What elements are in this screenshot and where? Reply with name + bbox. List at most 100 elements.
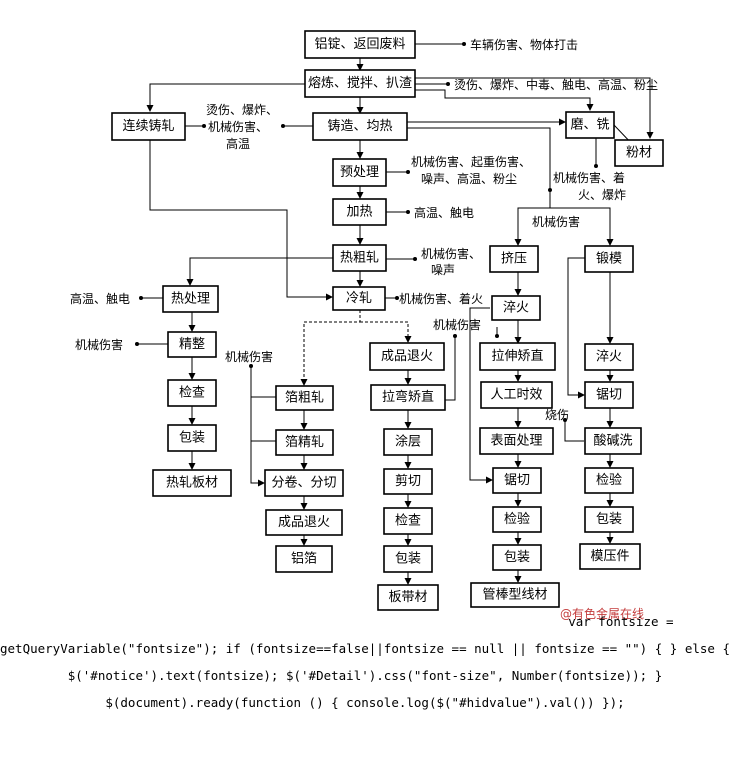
node-product-annealing-strip: 成品退火 bbox=[369, 342, 445, 371]
svg-text:加热: 加热 bbox=[346, 205, 372, 220]
hazard-raw: 车辆伤害、物体打击 bbox=[470, 37, 578, 52]
node-finishing: 精整 bbox=[167, 331, 217, 358]
hazard-pre-line2: 噪声、高温、粉尘 bbox=[421, 171, 517, 186]
svg-text:淬火: 淬火 bbox=[596, 350, 622, 365]
svg-text:冷轧: 冷轧 bbox=[346, 291, 372, 306]
svg-text:包装: 包装 bbox=[395, 552, 421, 567]
node-quench-extrusion: 淬火 bbox=[491, 295, 541, 321]
node-foil-finish-rolling: 箔精轧 bbox=[275, 429, 334, 456]
node-inspect-strip: 检查 bbox=[383, 507, 433, 535]
node-hot-rough-rolling: 热粗轧 bbox=[332, 244, 387, 272]
node-saw-forging: 锯切 bbox=[584, 381, 634, 409]
node-pack-forging: 包装 bbox=[584, 506, 634, 533]
hazard-melt: 烫伤、爆炸、中毒、触电、高温、粉尘 bbox=[454, 77, 658, 92]
svg-text:模压件: 模压件 bbox=[590, 549, 629, 564]
svg-text:拉伸矫直: 拉伸矫直 bbox=[491, 349, 543, 364]
node-verify-forging: 检验 bbox=[584, 467, 634, 494]
svg-text:淬火: 淬火 bbox=[503, 301, 529, 316]
svg-text:铸造、均热: 铸造、均热 bbox=[327, 118, 392, 134]
svg-text:热粗轧: 热粗轧 bbox=[340, 251, 379, 266]
node-quench-forging: 淬火 bbox=[584, 343, 634, 371]
node-plate-strip: 板带材 bbox=[377, 584, 439, 611]
svg-text:板带材: 板带材 bbox=[388, 590, 427, 605]
hazard-heat: 高温、触电 bbox=[414, 205, 474, 220]
svg-text:热轧板材: 热轧板材 bbox=[166, 476, 218, 491]
node-pickling: 酸碱洗 bbox=[584, 427, 642, 455]
process-boxes: 铝锭、返回废料 熔炼、搅拌、扒渣 连续铸轧 铸造、均热 磨、铣 粉材 预处理 加… bbox=[111, 30, 664, 611]
node-bend-straighten: 拉弯矫直 bbox=[370, 384, 446, 411]
node-raw-material: 铝锭、返回废料 bbox=[304, 30, 416, 59]
svg-text:锯切: 锯切 bbox=[596, 388, 622, 403]
hazard-pre-line1: 机械伤害、起重伤害、 bbox=[411, 154, 531, 169]
node-powder: 粉材 bbox=[614, 139, 664, 167]
node-artificial-aging: 人工时效 bbox=[480, 381, 553, 409]
svg-text:挤压: 挤压 bbox=[501, 252, 527, 267]
node-stretch-straighten: 拉伸矫直 bbox=[479, 342, 556, 371]
hazard-dots bbox=[135, 42, 598, 422]
watermark: @有色金属在线 bbox=[560, 606, 644, 621]
hazard-cold-group: 机械伤害 bbox=[433, 317, 481, 332]
node-forged-parts: 模压件 bbox=[579, 543, 641, 570]
svg-text:酸碱洗: 酸碱洗 bbox=[593, 434, 632, 449]
node-milling: 磨、铣 bbox=[565, 111, 615, 139]
svg-text:剪切: 剪切 bbox=[395, 473, 421, 489]
hazard-heat-treatment: 高温、触电 bbox=[70, 291, 130, 306]
hazard-cold-rolling: 机械伤害、着火 bbox=[399, 291, 483, 306]
node-heating: 加热 bbox=[332, 198, 387, 226]
svg-text:人工时效: 人工时效 bbox=[490, 388, 542, 403]
hazard-burn: 烧伤 bbox=[545, 408, 569, 422]
flow-connectors bbox=[137, 43, 654, 585]
hazard-mill-line1: 机械伤害、着 bbox=[553, 170, 625, 185]
svg-text:管棒型线材: 管棒型线材 bbox=[482, 588, 547, 603]
node-extrusion: 挤压 bbox=[489, 245, 539, 273]
svg-text:包装: 包装 bbox=[179, 431, 205, 446]
hazard-annotations: 车辆伤害、物体打击 烫伤、爆炸、中毒、触电、高温、粉尘 烫伤、爆炸、 机械伤害、… bbox=[70, 37, 658, 422]
hazard-mill-line2: 火、爆炸 bbox=[578, 188, 626, 202]
hazard-cc-line1: 烫伤、爆炸、 bbox=[206, 103, 278, 117]
svg-text:包装: 包装 bbox=[596, 512, 622, 527]
svg-text:箔精轧: 箔精轧 bbox=[285, 434, 324, 450]
svg-text:连续铸轧: 连续铸轧 bbox=[122, 118, 174, 134]
node-aluminum-foil: 铝箔 bbox=[275, 545, 333, 573]
svg-text:熔炼、搅拌、扒渣: 熔炼、搅拌、扒渣 bbox=[308, 75, 412, 91]
hazard-cc-line2: 机械伤害、 bbox=[208, 119, 268, 134]
node-coating: 涂层 bbox=[383, 428, 433, 456]
svg-text:锻模: 锻模 bbox=[596, 252, 622, 267]
hazard-hot-rough-line2: 噪声 bbox=[431, 263, 455, 277]
node-tube-rod-profile-wire: 管棒型线材 bbox=[470, 582, 560, 608]
node-foil-rough-rolling: 箔粗轧 bbox=[275, 385, 334, 411]
hazard-foil-group: 机械伤害 bbox=[225, 349, 273, 364]
node-pretreatment: 预处理 bbox=[332, 158, 387, 187]
svg-text:表面处理: 表面处理 bbox=[490, 434, 542, 449]
svg-text:检验: 检验 bbox=[504, 511, 530, 527]
svg-text:精整: 精整 bbox=[179, 337, 205, 352]
leaked-script-text: var fontsize = getQueryVariable("fontsiz… bbox=[0, 614, 730, 710]
hazard-finishing: 机械伤害 bbox=[75, 337, 123, 352]
node-melting: 熔炼、搅拌、扒渣 bbox=[304, 69, 416, 98]
svg-text:涂层: 涂层 bbox=[395, 434, 421, 450]
node-surface-treatment: 表面处理 bbox=[479, 427, 554, 455]
svg-text:成品退火: 成品退火 bbox=[381, 349, 433, 364]
svg-text:磨、铣: 磨、铣 bbox=[570, 118, 609, 133]
node-pack-hot-plate: 包装 bbox=[167, 424, 217, 452]
node-pack-strip: 包装 bbox=[383, 545, 433, 573]
node-cold-rolling: 冷轧 bbox=[332, 286, 386, 311]
svg-text:检验: 检验 bbox=[596, 472, 622, 488]
node-casting: 铸造、均热 bbox=[312, 112, 408, 141]
hazard-cc-line3: 高温 bbox=[226, 136, 250, 151]
svg-text:包装: 包装 bbox=[504, 550, 530, 565]
svg-text:锯切: 锯切 bbox=[504, 473, 530, 488]
svg-text:铝箔: 铝箔 bbox=[291, 551, 317, 567]
svg-text:拉弯矫直: 拉弯矫直 bbox=[382, 389, 434, 405]
node-saw-extrusion: 锯切 bbox=[492, 467, 542, 494]
svg-text:预处理: 预处理 bbox=[340, 165, 379, 180]
node-inspect-hot-plate: 检查 bbox=[167, 379, 217, 407]
svg-text:箔粗轧: 箔粗轧 bbox=[285, 390, 324, 406]
svg-text:检查: 检查 bbox=[395, 514, 421, 529]
svg-text:热处理: 热处理 bbox=[171, 292, 210, 307]
node-split-cut: 分卷、分切 bbox=[264, 469, 344, 497]
node-shearing: 剪切 bbox=[383, 468, 433, 495]
node-continuous-casting: 连续铸轧 bbox=[111, 112, 186, 141]
node-product-annealing-foil: 成品退火 bbox=[265, 509, 343, 536]
